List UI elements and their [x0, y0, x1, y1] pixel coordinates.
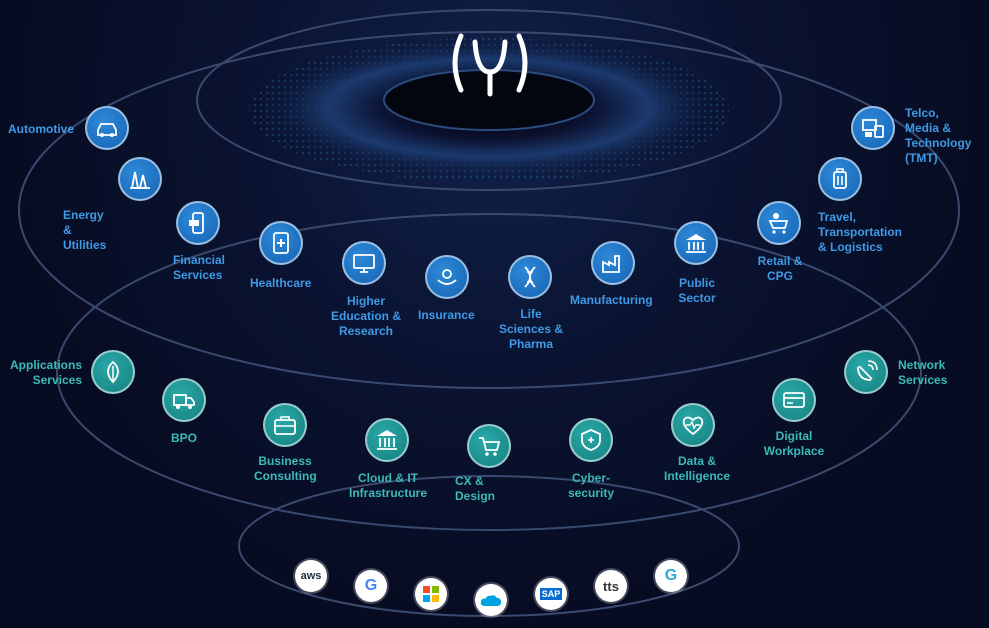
- industry-label: Financial Services: [173, 253, 226, 282]
- service-label: Data & Intelligence: [663, 454, 731, 483]
- industry-label: Insurance: [418, 308, 475, 322]
- google-logo: G: [355, 570, 387, 602]
- industry-label: Energy & Utilities: [63, 208, 107, 252]
- aws-logo: aws: [295, 560, 327, 592]
- sap-logo: SAP: [535, 578, 567, 610]
- industry-label: Public Sector: [678, 276, 716, 305]
- industry-label: Higher Education & Research: [330, 294, 401, 338]
- delivery-truck-icon: [162, 378, 206, 422]
- cart-icon: [467, 424, 511, 468]
- hands-protect-icon: [425, 255, 469, 299]
- guidewire-logo-text: G: [664, 567, 678, 584]
- shopping-cart-person-icon: [757, 201, 801, 245]
- health-tablet-icon: [259, 221, 303, 265]
- monitor-education-icon: [342, 241, 386, 285]
- columns-building-icon: [365, 418, 409, 462]
- industry-label: Life Sciences & Pharma: [498, 307, 564, 351]
- industry-label: Telco, Media & Technology (TMT): [905, 106, 972, 165]
- heart-pulse-icon: [671, 403, 715, 447]
- microsoft-logo: [415, 578, 447, 610]
- service-ring: [56, 213, 922, 531]
- top-ring: [196, 9, 782, 191]
- media-devices-icon: [851, 106, 895, 150]
- luggage-icon: [818, 157, 862, 201]
- service-label: Cloud & IT Infrastructure: [348, 471, 428, 500]
- mobile-payment-icon: [176, 201, 220, 245]
- tts-logo: tts: [595, 570, 627, 602]
- industry-label: Retail & CPG: [757, 254, 803, 283]
- psi-bracket-logo: [452, 33, 528, 97]
- service-label: CX & Design: [455, 474, 496, 503]
- tts-logo-text: tts: [603, 578, 619, 594]
- industry-label: Automotive: [8, 122, 74, 136]
- industry-label: Healthcare: [250, 276, 312, 290]
- shield-icon: [569, 418, 613, 462]
- aws-logo-text: aws: [300, 570, 322, 582]
- energy-plant-icon: [118, 157, 162, 201]
- partner-ring: [238, 475, 740, 617]
- briefcase-icon: [263, 403, 307, 447]
- service-label: Business Consulting: [254, 454, 317, 483]
- industry-label: Travel, Transportation & Logistics: [818, 210, 903, 254]
- industry-label: Manufacturing: [570, 293, 653, 307]
- industry-ring: [18, 31, 960, 389]
- service-label: Network Services: [898, 358, 948, 387]
- card-icon: [772, 378, 816, 422]
- leaf-icon: [91, 350, 135, 394]
- service-label: BPO: [171, 431, 198, 445]
- satellite-dish-icon: [844, 350, 888, 394]
- google-logo-text: G: [364, 577, 378, 594]
- salesforce-logo: [475, 584, 507, 616]
- sap-logo-text: SAP: [539, 588, 563, 600]
- car-icon: [85, 106, 129, 150]
- guidewire-logo: G: [655, 560, 687, 592]
- service-label: Applications Services: [10, 358, 83, 387]
- service-label: Digital Workplace: [763, 429, 825, 458]
- government-building-icon: [674, 221, 718, 265]
- factory-icon: [591, 241, 635, 285]
- service-label: Cyber- security: [568, 471, 615, 500]
- dna-icon: [508, 255, 552, 299]
